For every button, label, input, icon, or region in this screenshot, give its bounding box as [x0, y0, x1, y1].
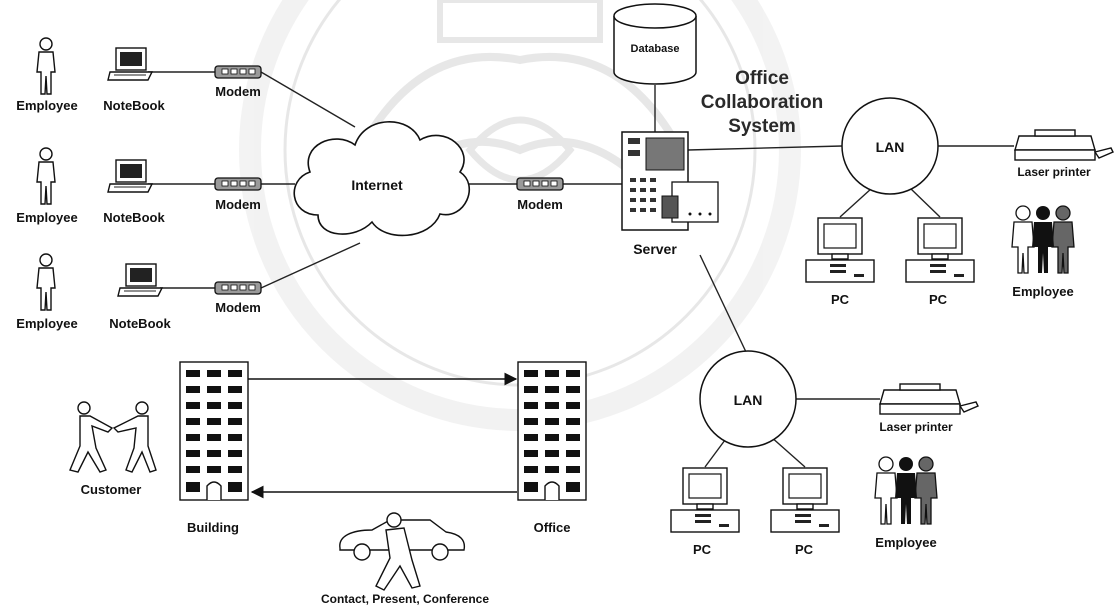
remote-row-2: Employee NoteBook Modem — [16, 147, 262, 225]
notebook-label: NoteBook — [103, 98, 165, 113]
laser-printer-icon — [1014, 129, 1114, 161]
lan-bottom-label: LAN — [734, 392, 763, 408]
lan-top-label: LAN — [876, 139, 905, 155]
employee-person-icon — [36, 147, 56, 205]
lan-top: LAN Laser printer PC PC Employee — [805, 97, 1114, 307]
employee-person-icon — [36, 253, 56, 311]
employee-person-icon — [36, 37, 56, 95]
notebook-label: NoteBook — [109, 316, 171, 331]
pc-label: PC — [795, 542, 814, 557]
employee-label: Employee — [16, 316, 77, 331]
building-icon — [179, 361, 249, 501]
internet-label: Internet — [351, 177, 403, 193]
building-label: Building — [187, 520, 239, 535]
activity-label: Contact, Present, Conference — [321, 592, 489, 605]
modem-icon — [214, 65, 262, 79]
employee-group-label: Employee — [1012, 284, 1073, 299]
pc-label: PC — [693, 542, 712, 557]
customer-label: Customer — [81, 482, 142, 497]
pc-icon — [805, 217, 875, 283]
pc-label: PC — [831, 292, 850, 307]
car-traveler-icon — [339, 512, 466, 591]
modem-label: Modem — [215, 300, 261, 315]
system-title-line-2: Collaboration — [701, 92, 823, 113]
notebook-icon — [107, 47, 153, 81]
internet-cloud-icon: Internet — [293, 121, 471, 237]
connection-lines — [148, 71, 1014, 499]
lan-bottom: LAN Laser printer PC PC Employee — [670, 350, 979, 557]
notebook-label: NoteBook — [103, 210, 165, 225]
employee-group-label: Employee — [875, 535, 936, 550]
office-label: Office — [534, 520, 571, 535]
lan-bottom-circle-icon — [699, 350, 797, 448]
server-modem-label: Modem — [517, 197, 563, 212]
modem-label: Modem — [215, 84, 261, 99]
laser-printer-label: Laser printer — [879, 420, 953, 434]
employee-label: Employee — [16, 210, 77, 225]
server-label: Server — [633, 241, 677, 257]
pc-icon — [670, 467, 740, 533]
remote-row-1: Employee NoteBook Modem — [16, 37, 262, 113]
pc-icon — [905, 217, 975, 283]
modem-icon — [214, 177, 262, 191]
database-label: Database — [631, 43, 680, 55]
server-modem-icon — [516, 177, 564, 191]
laser-printer-icon — [879, 383, 979, 415]
system-title-line-3: System — [728, 116, 796, 137]
remote-row-3: Employee NoteBook Modem — [16, 253, 262, 331]
employee-label: Employee — [16, 98, 77, 113]
customers-handshake-icon — [69, 401, 157, 473]
lan-top-circle-icon — [841, 97, 939, 195]
laser-printer-label: Laser printer — [1017, 165, 1091, 179]
notebook-icon — [117, 263, 163, 297]
server-icon — [621, 131, 719, 231]
office-building-icon — [517, 361, 587, 501]
modem-icon — [214, 281, 262, 295]
pc-icon — [770, 467, 840, 533]
employee-group-icon — [1011, 205, 1075, 274]
employee-group-icon — [874, 456, 938, 525]
notebook-icon — [107, 159, 153, 193]
modem-label: Modem — [215, 197, 261, 212]
pc-label: PC — [929, 292, 948, 307]
system-title-line-1: Office — [735, 68, 789, 89]
database-cylinder-icon: Database — [613, 3, 697, 85]
